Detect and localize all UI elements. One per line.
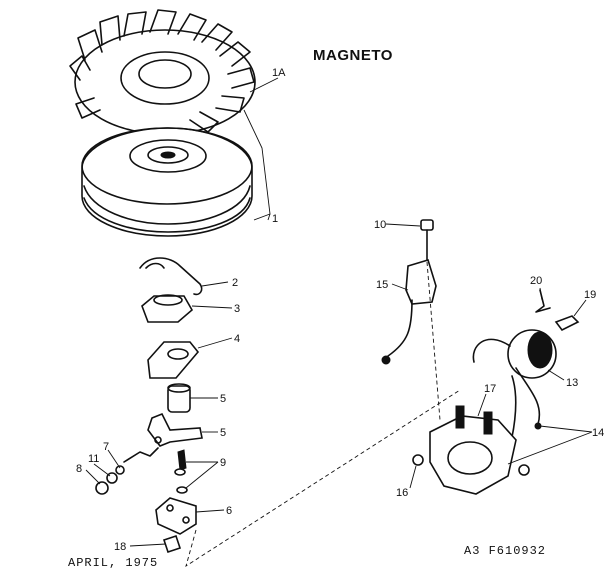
callout-2: 2 <box>232 277 238 289</box>
callout-11: 11 <box>88 453 99 465</box>
condenser <box>381 259 437 365</box>
callout-4: 4 <box>234 333 240 345</box>
callout-19: 19 <box>584 289 596 301</box>
callout-1: 1 <box>272 213 278 225</box>
callout-1a: 1A <box>272 67 286 79</box>
flywheel <box>69 9 256 237</box>
callout-labels: 1A 1 2 3 4 5 5 9 6 18 7 11 8 10 15 20 19… <box>76 67 604 553</box>
clip-19 <box>554 315 580 332</box>
footer-code: A3 F610932 <box>464 544 546 558</box>
callout-7: 7 <box>103 441 109 453</box>
callout-18-left: 18 <box>114 541 126 553</box>
callout-5-spacer: 5 <box>220 393 226 405</box>
spring-clip <box>139 257 203 296</box>
spacer <box>167 383 191 413</box>
washers <box>95 449 188 495</box>
callout-9: 9 <box>220 457 226 469</box>
diagram-title: MAGNETO <box>313 47 393 64</box>
leader-lines <box>85 77 593 547</box>
callout-10: 10 <box>374 219 386 231</box>
breaker-arm <box>123 412 203 463</box>
footer-date: APRIL, 1975 <box>68 556 158 570</box>
condenser-bracket <box>155 497 197 554</box>
screw <box>420 219 434 261</box>
callout-8: 8 <box>76 463 82 475</box>
callout-15: 15 <box>376 279 388 291</box>
clip-20 <box>535 289 551 313</box>
callout-14: 14 <box>592 427 604 439</box>
bushing <box>141 294 194 323</box>
armature <box>412 405 530 495</box>
callout-6: 6 <box>226 505 232 517</box>
callout-5-arm: 5 <box>220 427 226 439</box>
callout-17: 17 <box>484 383 496 395</box>
callout-3: 3 <box>234 303 240 315</box>
callout-13: 13 <box>566 377 578 389</box>
plate <box>147 341 200 379</box>
callout-20: 20 <box>530 275 542 287</box>
callout-16: 16 <box>396 487 408 499</box>
